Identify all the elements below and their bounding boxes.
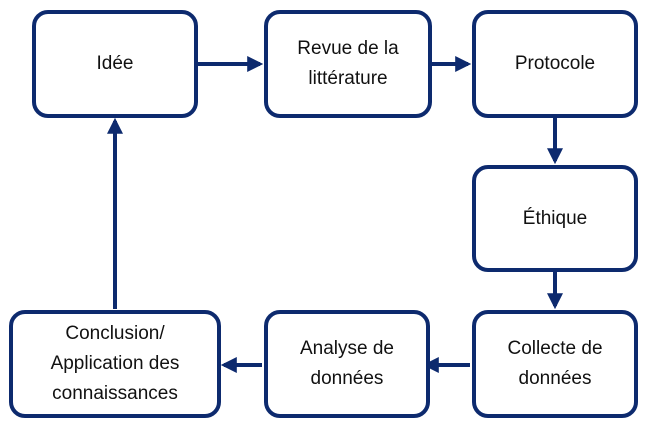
node-ethique-line-1: Éthique [522,207,588,229]
node-conclusion-label: Conclusion/ Application des connaissance… [51,319,180,409]
node-collecte-line-1: Collecte de [507,338,603,359]
node-revue-line-1: Revue de la [297,38,399,59]
node-revue-line-2: littérature [308,68,388,89]
node-collecte-line-2: données [518,368,592,389]
node-conclusion-line-1: Conclusion/ [65,323,165,344]
node-idee: Idée [32,10,198,118]
node-collecte-label: Collecte de données [507,334,602,394]
node-analyse: Analyse de données [264,310,430,418]
node-collecte: Collecte de données [472,310,638,418]
node-protocole-line-1: Protocole [514,53,596,74]
node-conclusion-line-3: connaissances [52,383,178,404]
node-analyse-line-2: données [310,368,384,389]
node-ethique: Éthique [472,165,638,272]
node-conclusion-line-2: Application des [50,353,180,374]
node-revue: Revue de la littérature [264,10,432,118]
node-protocole: Protocole [472,10,638,118]
node-analyse-label: Analyse de données [300,334,394,394]
node-revue-label: Revue de la littérature [297,34,398,94]
node-idee-label: Idée [97,49,134,79]
node-ethique-label: Éthique [523,204,587,234]
node-analyse-line-1: Analyse de [299,338,394,359]
node-idee-line-1: Idée [96,53,134,74]
node-conclusion: Conclusion/ Application des connaissance… [9,310,221,418]
node-protocole-label: Protocole [515,49,595,79]
